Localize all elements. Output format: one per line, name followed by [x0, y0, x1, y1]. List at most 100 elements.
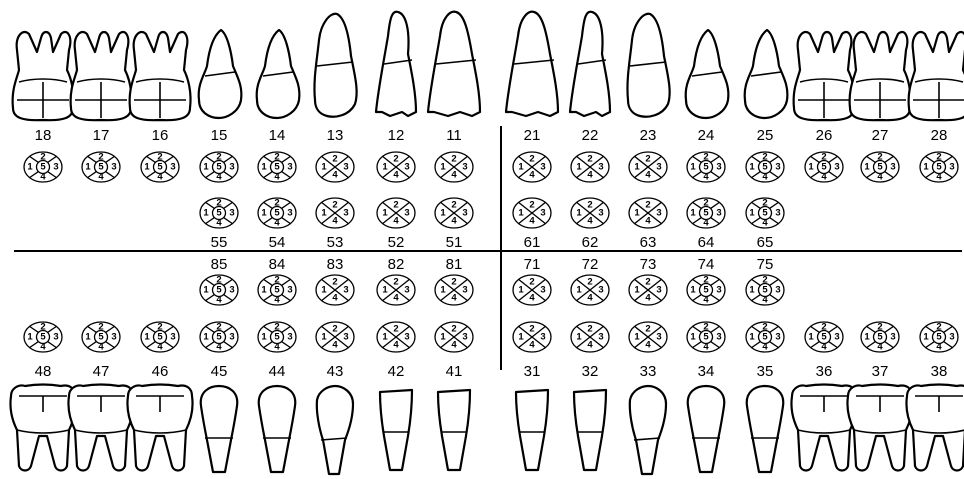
svg-text:4: 4 — [451, 216, 457, 227]
svg-text:1: 1 — [690, 208, 696, 219]
svg-text:3: 3 — [890, 332, 895, 343]
svg-text:4: 4 — [587, 216, 593, 227]
svg-text:2: 2 — [529, 324, 534, 335]
svg-text:1: 1 — [203, 285, 209, 296]
svg-text:2: 2 — [451, 154, 456, 165]
tooth-number-61: 61 — [524, 234, 541, 251]
tooth-number-35: 35 — [757, 363, 774, 380]
svg-text:2: 2 — [529, 200, 534, 211]
svg-text:4: 4 — [645, 340, 651, 351]
svg-text:3: 3 — [775, 162, 780, 173]
tooth-48 — [10, 385, 75, 471]
tooth-number-83: 83 — [327, 256, 344, 273]
tooth-24 — [686, 30, 729, 118]
svg-text:1: 1 — [382, 332, 388, 343]
svg-text:2: 2 — [529, 154, 534, 165]
svg-text:3: 3 — [598, 208, 603, 219]
tooth-number-63: 63 — [640, 234, 657, 251]
svg-text:3: 3 — [111, 162, 116, 173]
tooth-number-75: 75 — [757, 256, 774, 273]
svg-text:1: 1 — [634, 332, 640, 343]
svg-text:3: 3 — [287, 332, 292, 343]
svg-text:4: 4 — [529, 340, 535, 351]
svg-text:4: 4 — [98, 342, 104, 353]
svg-text:1: 1 — [203, 332, 209, 343]
svg-text:1: 1 — [634, 208, 640, 219]
tooth-number-45: 45 — [211, 363, 228, 380]
svg-text:3: 3 — [229, 285, 234, 296]
tooth-number-23: 23 — [640, 127, 657, 144]
svg-text:4: 4 — [529, 216, 535, 227]
tooth-33 — [630, 386, 666, 474]
svg-text:3: 3 — [53, 332, 58, 343]
svg-text:3: 3 — [834, 162, 839, 173]
svg-text:4: 4 — [274, 342, 280, 353]
svg-text:1: 1 — [864, 332, 870, 343]
tooth-number-33: 33 — [640, 363, 657, 380]
svg-text:4: 4 — [645, 216, 651, 227]
tooth-number-36: 36 — [816, 363, 833, 380]
tooth-14 — [257, 30, 300, 118]
svg-text:3: 3 — [775, 208, 780, 219]
tooth-38 — [906, 385, 964, 471]
tooth-number-73: 73 — [640, 256, 657, 273]
tooth-17 — [71, 32, 132, 120]
tooth-number-54: 54 — [269, 234, 286, 251]
svg-text:4: 4 — [157, 342, 163, 353]
svg-text:4: 4 — [393, 340, 399, 351]
svg-text:4: 4 — [877, 342, 883, 353]
